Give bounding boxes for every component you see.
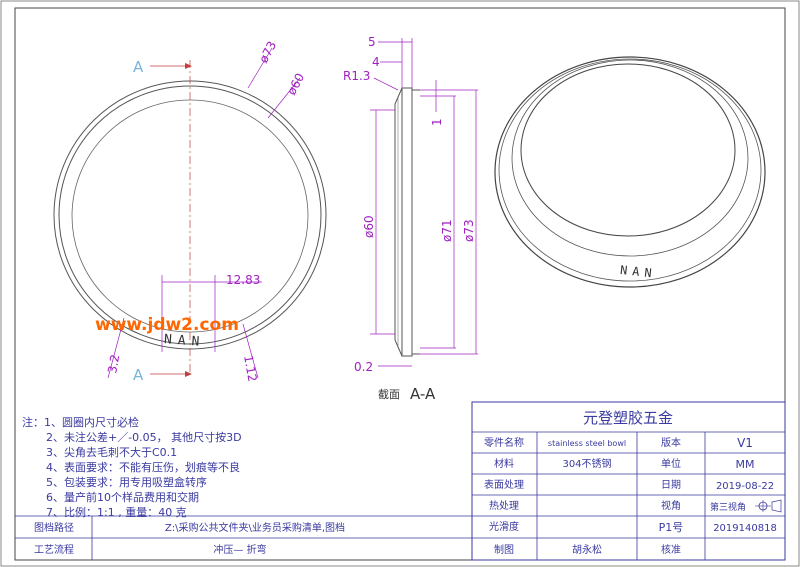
- bottom-rows: 图档路径 Z:\采购公共文件夹\业务员采购清单,图档 工艺流程 冲压— 折弯: [15, 515, 472, 560]
- leader-dia60: [267, 77, 301, 119]
- tb-value-date: 2019-08-22: [716, 481, 774, 492]
- tb-label-unit: 单位: [661, 457, 681, 470]
- tb-label-heat: 热处理: [489, 499, 519, 512]
- tb-label-p1: P1号: [659, 521, 684, 534]
- sheet-frame: [14, 7, 786, 561]
- section-profile: [401, 87, 413, 357]
- tb-value-material: 304不锈钢: [562, 457, 611, 470]
- iso-view: NAN: [494, 56, 766, 288]
- section-dim-02: 0.2: [354, 360, 373, 374]
- section-dim-5: 5: [368, 35, 376, 49]
- section-marker-bottom: A: [133, 366, 144, 384]
- tb-value-part: stainless steel bowl: [548, 439, 626, 448]
- section-dim-4: 4: [372, 55, 380, 69]
- process-label: 工艺流程: [34, 543, 74, 556]
- section-title: 截面: [378, 387, 400, 401]
- section-dia-60: ø60: [362, 215, 376, 238]
- tb-label-draw: 制图: [494, 543, 514, 556]
- note-5: 5、包装要求：用专用吸塑盒转序: [46, 475, 207, 489]
- section-view: 5 4 R1.3 1 ø71 ø73 ø60 0.2 截面 A-A: [343, 35, 478, 403]
- note-7: 7、比例：1:1 , 重量：40 克: [46, 505, 187, 519]
- section-dia-71: ø71: [440, 219, 454, 242]
- front-dia-inner: ø60: [284, 71, 307, 98]
- notes: 注：1、圆圈内尺寸必检 2、未注公差+／-0.05， 其他尺寸按3D 3、尖角去…: [22, 415, 242, 519]
- tb-label-surface: 表面处理: [484, 478, 524, 491]
- section-marker-top: A: [133, 58, 144, 76]
- third-angle-icon-cone: [771, 499, 782, 513]
- leader-radius: [373, 77, 399, 91]
- note-6: 6、量产前10个样品费用和交期: [46, 490, 199, 504]
- tb-value-draw: 胡永松: [572, 543, 602, 556]
- tb-value-view: 第三视角: [710, 501, 746, 513]
- leader-32: [107, 317, 125, 379]
- tb-label-smooth: 光滑度: [489, 520, 519, 533]
- tb-label-material: 材料: [494, 457, 514, 470]
- section-name: A-A: [410, 385, 436, 403]
- iso-outer-2: [498, 58, 762, 282]
- section-dia-73: ø73: [462, 219, 476, 242]
- front-dia-outer: ø73: [256, 39, 279, 66]
- section-arrowhead-top: [185, 63, 192, 69]
- front-dim-32: 3.2: [105, 353, 122, 374]
- section-lip-top: [394, 87, 403, 105]
- note-3: 3、尖角去毛刺不大于C0.1: [46, 445, 177, 459]
- note-2: 2、未注公差+／-0.05， 其他尺寸按3D: [46, 430, 242, 444]
- note-1: 注：1、圆圈内尺寸必检: [22, 415, 139, 429]
- section-arrowhead-bottom: [185, 371, 192, 377]
- tb-value-unit: MM: [736, 458, 755, 471]
- leader-112: [242, 323, 259, 379]
- front-dim-1283: 12.83: [226, 273, 260, 287]
- tb-label-view: 视角: [661, 499, 681, 512]
- iso-outer: [494, 56, 766, 288]
- tb-value-p1: 2019140818: [713, 523, 777, 534]
- tb-label-date: 日期: [661, 479, 681, 491]
- front-brand-mark: NAN: [163, 332, 205, 350]
- tb-label-version: 版本: [661, 436, 681, 449]
- section-radius: R1.3: [343, 69, 370, 83]
- archive-value: Z:\采购公共文件夹\业务员采购清单,图档: [165, 521, 345, 534]
- watermark: www.jdw2.com: [95, 315, 239, 335]
- iso-brand-mark: NAN: [619, 263, 657, 281]
- front-dim-112: 1.12: [241, 354, 259, 383]
- section-dim-1: 1: [430, 118, 444, 126]
- note-4: 4、表面要求：不能有压伤，划痕等不良: [46, 460, 240, 474]
- tb-label-part: 零件名称: [484, 436, 524, 449]
- process-value: 冲压— 折弯: [213, 543, 266, 556]
- tb-label-approve: 核准: [661, 543, 681, 556]
- section-lip-bottom: [394, 339, 403, 357]
- tb-company: 元登塑胶五金: [583, 409, 673, 427]
- tb-value-version: V1: [737, 436, 753, 450]
- iso-rim: [511, 59, 749, 257]
- archive-label: 图档路径: [34, 521, 74, 534]
- title-block-frame: [471, 401, 786, 561]
- title-block: 元登塑胶五金 零件名称 stainless steel bowl 版本 V1 材…: [471, 401, 786, 561]
- iso-inner: [520, 63, 736, 237]
- leader-dia73: [247, 47, 273, 89]
- third-angle-icon: [755, 499, 782, 513]
